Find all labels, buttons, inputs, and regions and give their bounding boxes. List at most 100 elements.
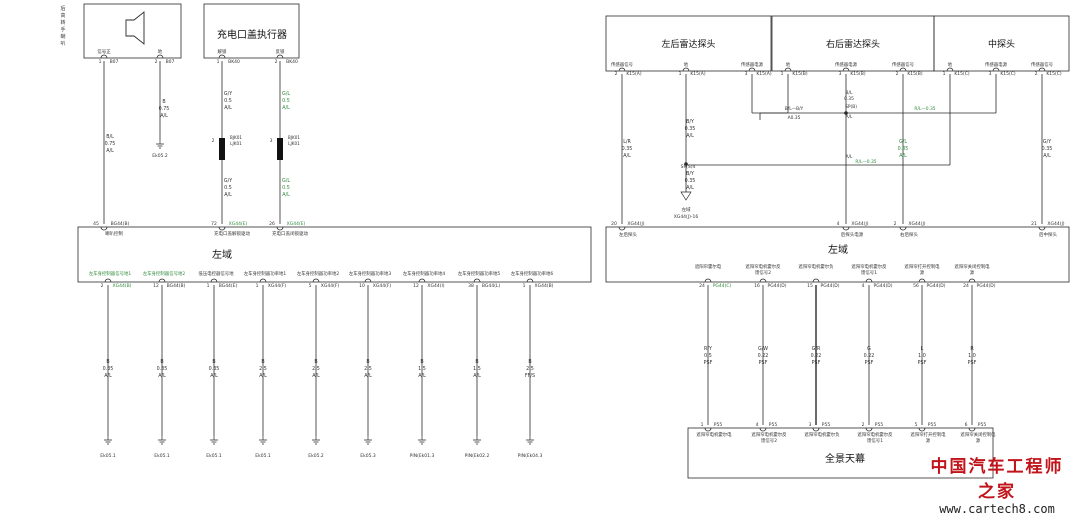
sunshade-wire-label: 1.0 — [968, 353, 976, 359]
right-radar-signal-label: 0.35 — [898, 146, 909, 152]
right-lower-pin-conn: PG44(D) — [977, 283, 996, 289]
left-ground-label: Ek05.1 — [100, 453, 116, 459]
speaker-ground-wire-label: 0.75 — [159, 106, 170, 112]
right-lower-pin-num: 24 — [699, 283, 705, 289]
right-upper-pin-conn: XG44(J) — [1047, 221, 1064, 227]
left-ground-wire-label: 0.35 — [209, 366, 220, 372]
center-radar-signal-label: 0.35 — [1042, 146, 1053, 152]
speaker-pin — [156, 54, 164, 59]
left-ground-symbol — [364, 436, 372, 445]
right-lower-pin — [759, 278, 767, 283]
left-ground-wire-label: 2.5 — [259, 366, 267, 372]
left-upper-pin — [218, 226, 226, 231]
right-upper-pin-num: 21 — [1031, 221, 1037, 227]
left-ground-wire-label: 2.5 — [364, 366, 372, 372]
center-radar-signal-label: A/L — [1043, 153, 1051, 159]
actuator-conn-num: 2 — [212, 138, 215, 144]
radar-pin-label: 地 — [948, 61, 953, 68]
wires-layer — [103, 61, 1043, 436]
radar-pin-num: 1 — [679, 71, 682, 77]
right-lower-pin-label: 馈信号1 — [861, 269, 877, 276]
left-ground-symbol — [259, 436, 267, 445]
left-lower-pin-num: 1 — [523, 283, 526, 289]
left-ground-wire-label: A/L — [158, 373, 166, 379]
left-ground-label: PIN(Ek01.3 — [410, 453, 435, 459]
left-lower-pin — [473, 278, 481, 283]
left-lower-pin-num: 1 — [207, 283, 210, 289]
left-upper-pin-num: 72 — [211, 221, 217, 227]
left-lower-pin-num: 38 — [468, 283, 474, 289]
left-ground-wire-label: 2.5 — [312, 366, 320, 372]
radar-pin-num: 3 — [839, 71, 842, 77]
left-ground-wire-label: B — [420, 359, 423, 365]
right-lower-pin — [812, 278, 820, 283]
actuator-pin-label: 解锁 — [218, 48, 227, 55]
sunshade-wire-label: L — [921, 346, 924, 352]
speaker-ground-symbol — [156, 140, 164, 149]
left-ground-wire-label: 0.35 — [103, 366, 114, 372]
actuator-wire-top-label: G/L — [282, 91, 290, 97]
left-radar-ground-lower-label: B/Y — [686, 171, 694, 177]
left-radar-signal-label: 0.35 — [622, 146, 633, 152]
sunshade-wire-label: R/Y — [704, 346, 712, 352]
right-upper-pin-num: 4 — [837, 221, 840, 227]
left-lower-pin-num: 5 — [309, 283, 312, 289]
left-ground-label: Ek05.1 — [255, 453, 271, 459]
left-ground-wire-label: FF/S — [525, 373, 535, 379]
left-upper-pin-num: 26 — [269, 221, 275, 227]
right-lower-pin-conn: PG44(D) — [874, 283, 893, 289]
speaker-pin-label: 地 — [158, 48, 163, 55]
radar-pin — [682, 67, 690, 72]
left-ground-wire-label: 0.35 — [157, 366, 168, 372]
right-upper-pin-conn: XG44(J) — [851, 221, 868, 227]
sunshade-wire-label: PSF — [968, 360, 977, 366]
left-ground-symbol — [418, 436, 426, 445]
left-upper-pin-conn: XG44(E) — [229, 221, 248, 227]
roof-pin-label: 遮阳帘电机霍尔负 — [804, 431, 840, 438]
left-ground-wire-label: A/L — [473, 373, 481, 379]
watermark-url: www.cartech8.com — [939, 502, 1055, 516]
right-lower-pin-num: 24 — [963, 283, 969, 289]
actuator-wire-bottom-label: 0.5 — [224, 185, 232, 191]
left-lower-pin-conn: BG44(L) — [482, 283, 500, 289]
roof-pin — [812, 427, 820, 432]
splice-label: SP(B) — [845, 104, 857, 110]
left-upper-pin-conn: BG44(B) — [111, 221, 130, 227]
left-lower-pin-label: 左车身控制器功率地6 — [511, 270, 554, 277]
splice-label: A0.35 — [788, 115, 801, 121]
left-lower-pin-conn: XG44(F) — [321, 283, 340, 289]
sunshade-wire-label: PSF — [759, 360, 768, 366]
left-ground-wire-label: 1.5 — [473, 366, 481, 372]
speaker-pin-conn: B07 — [166, 59, 175, 65]
roof-pin-num: 5 — [915, 422, 918, 428]
ground-symbol-name: 左域 — [682, 206, 691, 213]
left-ground-wire-label: B — [160, 359, 163, 365]
left-radar-signal-label: A/L — [623, 153, 631, 159]
radar-pin-num: 2 — [896, 71, 899, 77]
roof-pin-conn: P55 — [769, 422, 778, 428]
component-boxes — [77, 3, 1070, 479]
actuator-connector-block — [219, 138, 225, 160]
roof-pin — [759, 427, 767, 432]
left-upper-pin — [276, 226, 284, 231]
left-lower-pin-conn: XG44(B) — [535, 283, 554, 289]
left-lower-pin-conn: XG44(F) — [373, 283, 392, 289]
roof-pin-label: 源 — [976, 437, 981, 444]
left-ground-label: PIN(Ek02.2 — [465, 453, 490, 459]
speaker-pin-label: 信号正 — [97, 48, 111, 55]
radar-pin-label: 传感器信号 — [1031, 61, 1054, 68]
side-label: 手 — [60, 26, 65, 33]
actuator-wire-top-label: 0.5 — [282, 98, 290, 104]
left-lower-pin-num: 2 — [101, 283, 104, 289]
left-lower-pin-label: 左车身控制器信号地2 — [143, 270, 186, 277]
sunshade-wire-label: 0.22 — [758, 353, 769, 359]
left-lower-pin-num: 12 — [153, 283, 159, 289]
ground-splice-dot — [684, 162, 688, 166]
actuator-pin-num: 2 — [275, 59, 278, 65]
side-label: 喇 — [60, 33, 65, 40]
left-lower-pin — [312, 278, 320, 283]
actuator-pin-conn: BK40 — [228, 59, 240, 65]
right-upper-pin-label: 后探头电源 — [841, 231, 864, 238]
actuator-pin-conn: BK40 — [286, 59, 298, 65]
power-splice-dot — [844, 111, 848, 115]
